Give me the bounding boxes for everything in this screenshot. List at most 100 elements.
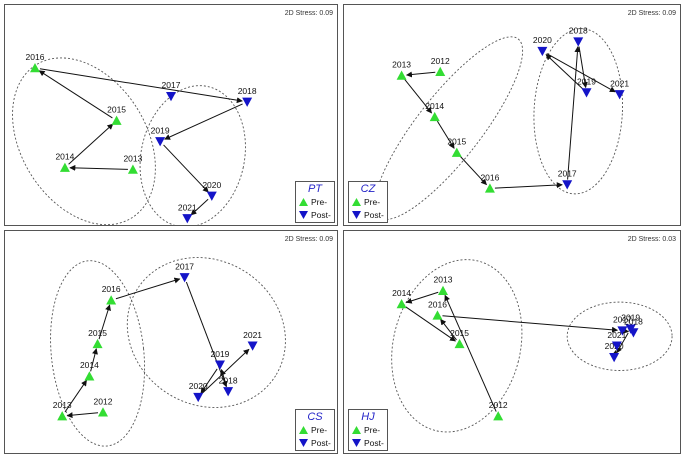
trajectory-arrow (200, 368, 218, 394)
year-label-2021: 2021 (607, 330, 626, 340)
trajectory-arrow (115, 277, 181, 300)
year-label-2014: 2014 (392, 288, 411, 298)
legend: HJ Pre- Post- (348, 409, 388, 451)
year-label-2021: 2021 (243, 330, 262, 340)
trajectory-arrow (201, 348, 250, 395)
trajectory-arrow (190, 198, 209, 216)
year-label-2013: 2013 (123, 154, 142, 164)
nmds-plot: 2D Stress: 0.032012201320142015201620172… (391, 236, 676, 433)
point-2013 (57, 411, 68, 421)
legend: CS Pre- Post- (295, 409, 335, 451)
point-2013 (438, 285, 448, 295)
year-label-2019: 2019 (151, 125, 170, 135)
year-label-2020: 2020 (202, 180, 221, 190)
group-ellipse-1 (50, 260, 146, 447)
point-2012 (435, 66, 446, 77)
year-label-2019: 2019 (210, 349, 229, 359)
legend-pre: Pre- (299, 425, 327, 435)
trajectory-arrow (185, 281, 228, 388)
point-2018 (223, 387, 234, 397)
year-label-2018: 2018 (219, 375, 238, 385)
trajectory-arrow (546, 53, 616, 93)
year-label-2020: 2020 (605, 341, 624, 351)
point-2018 (242, 97, 253, 107)
year-label-2017: 2017 (613, 315, 632, 325)
pre-triangle-icon (352, 198, 361, 206)
trajectory-arrow (567, 46, 581, 180)
post-triangle-icon (299, 211, 308, 219)
group-ellipse-2 (533, 28, 624, 195)
trajectory-arrow (405, 291, 439, 304)
point-2017 (179, 273, 190, 283)
year-label-2016: 2016 (102, 284, 121, 294)
legend-post: Post- (299, 438, 331, 448)
year-label-2017: 2017 (175, 261, 194, 271)
post-triangle-icon (352, 211, 361, 219)
year-label-2014: 2014 (80, 360, 99, 370)
year-label-2012: 2012 (431, 56, 450, 66)
point-2021 (247, 341, 258, 351)
stress-label: 2D Stress: 0.03 (628, 236, 676, 243)
legend-post: Post- (352, 438, 384, 448)
point-2021 (182, 214, 193, 224)
point-2013 (127, 164, 138, 174)
year-label-2015: 2015 (450, 328, 469, 338)
point-2019 (581, 88, 592, 98)
trajectory-arrow (66, 412, 99, 419)
trajectory-arrow (442, 315, 619, 333)
year-label-2014: 2014 (55, 152, 74, 162)
trajectory-arrow (163, 144, 209, 193)
trajectory-arrow (444, 294, 497, 412)
point-2015 (111, 115, 122, 125)
point-2017 (166, 91, 176, 102)
group-ellipse-1 (12, 57, 156, 225)
trajectory-arrow (494, 182, 563, 189)
point-2021 (611, 341, 622, 351)
stress-label: 2D Stress: 0.09 (285, 236, 333, 243)
legend: CZ Pre- Post- (348, 181, 388, 223)
pre-triangle-icon (299, 198, 308, 206)
year-label-2021: 2021 (178, 202, 197, 212)
year-label-2013: 2013 (53, 400, 72, 410)
trajectory-arrow (39, 68, 243, 104)
trajectory-arrow (440, 318, 457, 341)
legend: PT Pre- Post- (295, 181, 335, 223)
group-ellipse-2 (126, 257, 286, 408)
point-2017 (562, 180, 573, 190)
year-label-2016: 2016 (480, 172, 499, 182)
year-label-2020: 2020 (533, 35, 552, 45)
year-label-2017: 2017 (558, 169, 577, 179)
point-2019 (155, 137, 166, 147)
point-2012 (493, 411, 504, 421)
site-code: CZ (360, 183, 376, 195)
legend-pre: Pre- (352, 425, 380, 435)
point-2015 (451, 147, 462, 157)
point-2014 (84, 371, 95, 381)
point-2020 (206, 191, 217, 201)
trajectory-arrow (90, 348, 98, 372)
year-label-2013: 2013 (392, 60, 411, 70)
year-label-2015: 2015 (107, 105, 126, 115)
point-2014 (396, 299, 407, 309)
year-label-2019: 2019 (577, 76, 596, 86)
year-label-2012: 2012 (489, 400, 508, 410)
point-2013 (396, 70, 407, 80)
trajectory-arrow (164, 103, 243, 140)
year-label-2013: 2013 (434, 275, 453, 285)
post-triangle-icon (352, 439, 361, 447)
pre-triangle-icon (352, 426, 361, 434)
trajectory-arrow (459, 155, 487, 186)
year-label-2018: 2018 (238, 86, 257, 96)
group-ellipse-2 (566, 301, 673, 371)
trajectory-arrow (404, 79, 432, 114)
group-ellipse-1 (391, 259, 523, 433)
trajectory-arrow (98, 304, 111, 340)
point-2016 (106, 295, 117, 305)
year-label-2015: 2015 (88, 328, 107, 338)
trajectory-arrow (578, 46, 588, 89)
year-label-2017: 2017 (162, 80, 181, 90)
